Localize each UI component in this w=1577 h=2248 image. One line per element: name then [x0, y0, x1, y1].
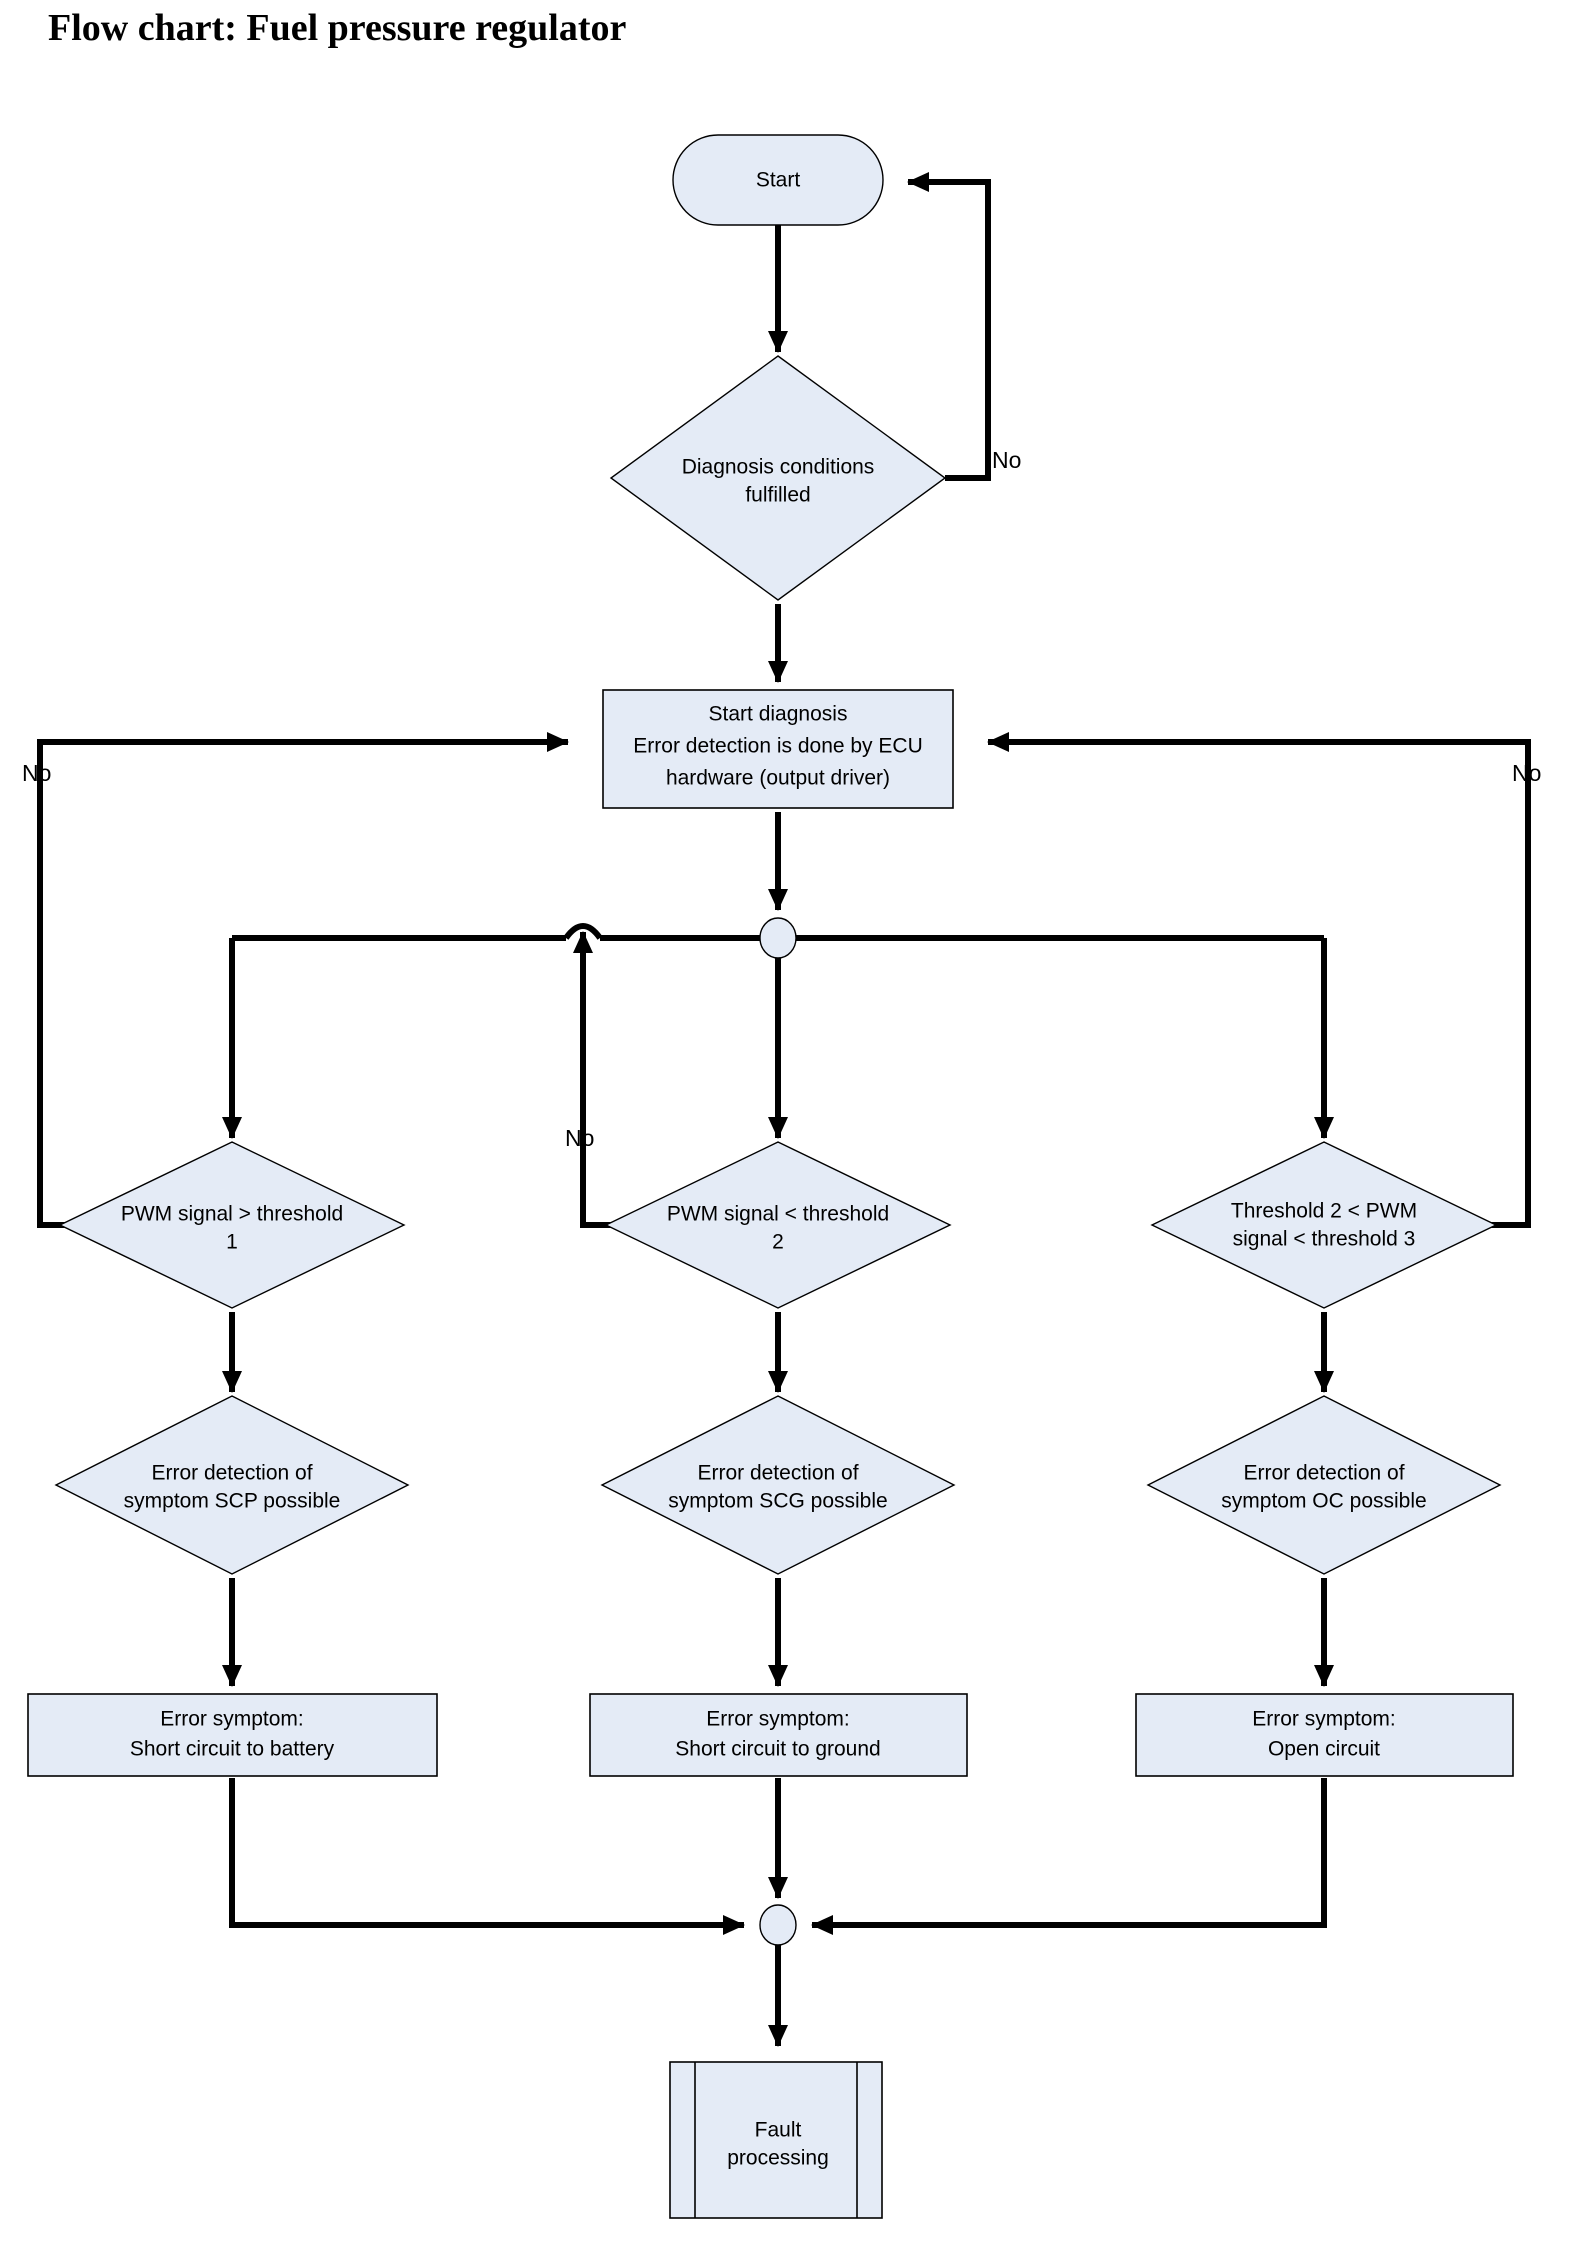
node-symptom-scg-line2: Short circuit to ground [675, 1738, 880, 1761]
node-merge-junction[interactable] [759, 1904, 797, 1946]
node-start-diagnosis-line1: Start diagnosis [709, 703, 848, 726]
node-symptom-oc[interactable]: Error symptom: Open circuit [1135, 1693, 1514, 1777]
node-error-detection-scg-line1: Error detection of [697, 1462, 858, 1485]
node-pwm-lt-threshold2-line1: PWM signal < threshold [667, 1203, 889, 1226]
node-diagnosis-conditions-line2: fulfilled [745, 484, 810, 507]
node-threshold2-lt-pwm-lt-threshold3-line1: Threshold 2 < PWM [1231, 1200, 1417, 1223]
node-start-diagnosis-line3: hardware (output driver) [666, 767, 890, 790]
node-pwm-lt-threshold2[interactable]: PWM signal < threshold 2 [604, 1141, 952, 1309]
node-threshold2-lt-pwm-lt-threshold3[interactable]: Threshold 2 < PWM signal < threshold 3 [1150, 1141, 1498, 1309]
node-symptom-scp-line1: Error symptom: [160, 1708, 304, 1731]
node-threshold2-lt-pwm-lt-threshold3-line2: signal < threshold 3 [1233, 1228, 1416, 1251]
node-error-detection-scg[interactable]: Error detection of symptom SCG possible [600, 1395, 956, 1575]
edge-left-no-to-start-diagnosis [37, 732, 569, 1228]
edge-label-left-branch-no: No [22, 760, 51, 786]
page-title: Flow chart: Fuel pressure regulator [48, 7, 627, 49]
edge-middle-no-to-start-diagnosis [573, 931, 620, 1228]
edge-label-right-branch-no: No [1512, 760, 1541, 786]
node-error-detection-oc-line1: Error detection of [1243, 1462, 1404, 1485]
node-symptom-oc-line2: Open circuit [1268, 1738, 1380, 1761]
node-symptom-oc-line1: Error symptom: [1252, 1708, 1396, 1731]
edge-label-middle-branch-no: No [565, 1125, 594, 1151]
node-symptom-scp-line2: Short circuit to battery [130, 1738, 335, 1761]
node-fault-processing-line1: Fault [755, 2119, 802, 2142]
edge-right-no-to-start-diagnosis [987, 732, 1531, 1228]
node-pwm-lt-threshold2-line2: 2 [772, 1231, 784, 1254]
node-error-detection-scp[interactable]: Error detection of symptom SCP possible [54, 1395, 410, 1575]
node-symptom-scp[interactable]: Error symptom: Short circuit to battery [27, 1693, 438, 1777]
edge-label-diagnosis-no: No [992, 447, 1021, 473]
node-pwm-gt-threshold1-line1: PWM signal > threshold [121, 1203, 343, 1226]
edge-split-bus [222, 923, 1334, 1139]
node-symptom-scg-line1: Error symptom: [706, 1708, 850, 1731]
node-split-junction[interactable] [759, 917, 797, 959]
node-diagnosis-conditions-line1: Diagnosis conditions [682, 456, 875, 479]
node-start-diagnosis-line2: Error detection is done by ECU [633, 735, 922, 758]
node-error-detection-oc-line2: symptom OC possible [1221, 1490, 1426, 1513]
node-pwm-gt-threshold1[interactable]: PWM signal > threshold 1 [58, 1141, 406, 1309]
node-start-label: Start [756, 169, 801, 192]
node-start-diagnosis[interactable]: Start diagnosis Error detection is done … [602, 689, 954, 809]
node-error-detection-oc[interactable]: Error detection of symptom OC possible [1146, 1395, 1502, 1575]
node-error-detection-scp-line1: Error detection of [151, 1462, 312, 1485]
node-fault-processing-line2: processing [727, 2147, 829, 2170]
node-error-detection-scg-line2: symptom SCG possible [668, 1490, 887, 1513]
edge-diagnosis-no-to-start [907, 172, 991, 481]
node-fault-processing[interactable]: Fault processing [669, 2061, 883, 2219]
node-symptom-scg[interactable]: Error symptom: Short circuit to ground [589, 1693, 968, 1777]
node-start[interactable]: Start [672, 134, 884, 226]
edge-oc-symptom-to-merge [811, 1778, 1327, 1935]
node-pwm-gt-threshold1-line2: 1 [226, 1231, 238, 1254]
edge-scp-symptom-to-merge [229, 1778, 745, 1935]
node-error-detection-scp-line2: symptom SCP possible [124, 1490, 341, 1513]
node-diagnosis-conditions[interactable]: Diagnosis conditions fulfilled [609, 355, 947, 601]
